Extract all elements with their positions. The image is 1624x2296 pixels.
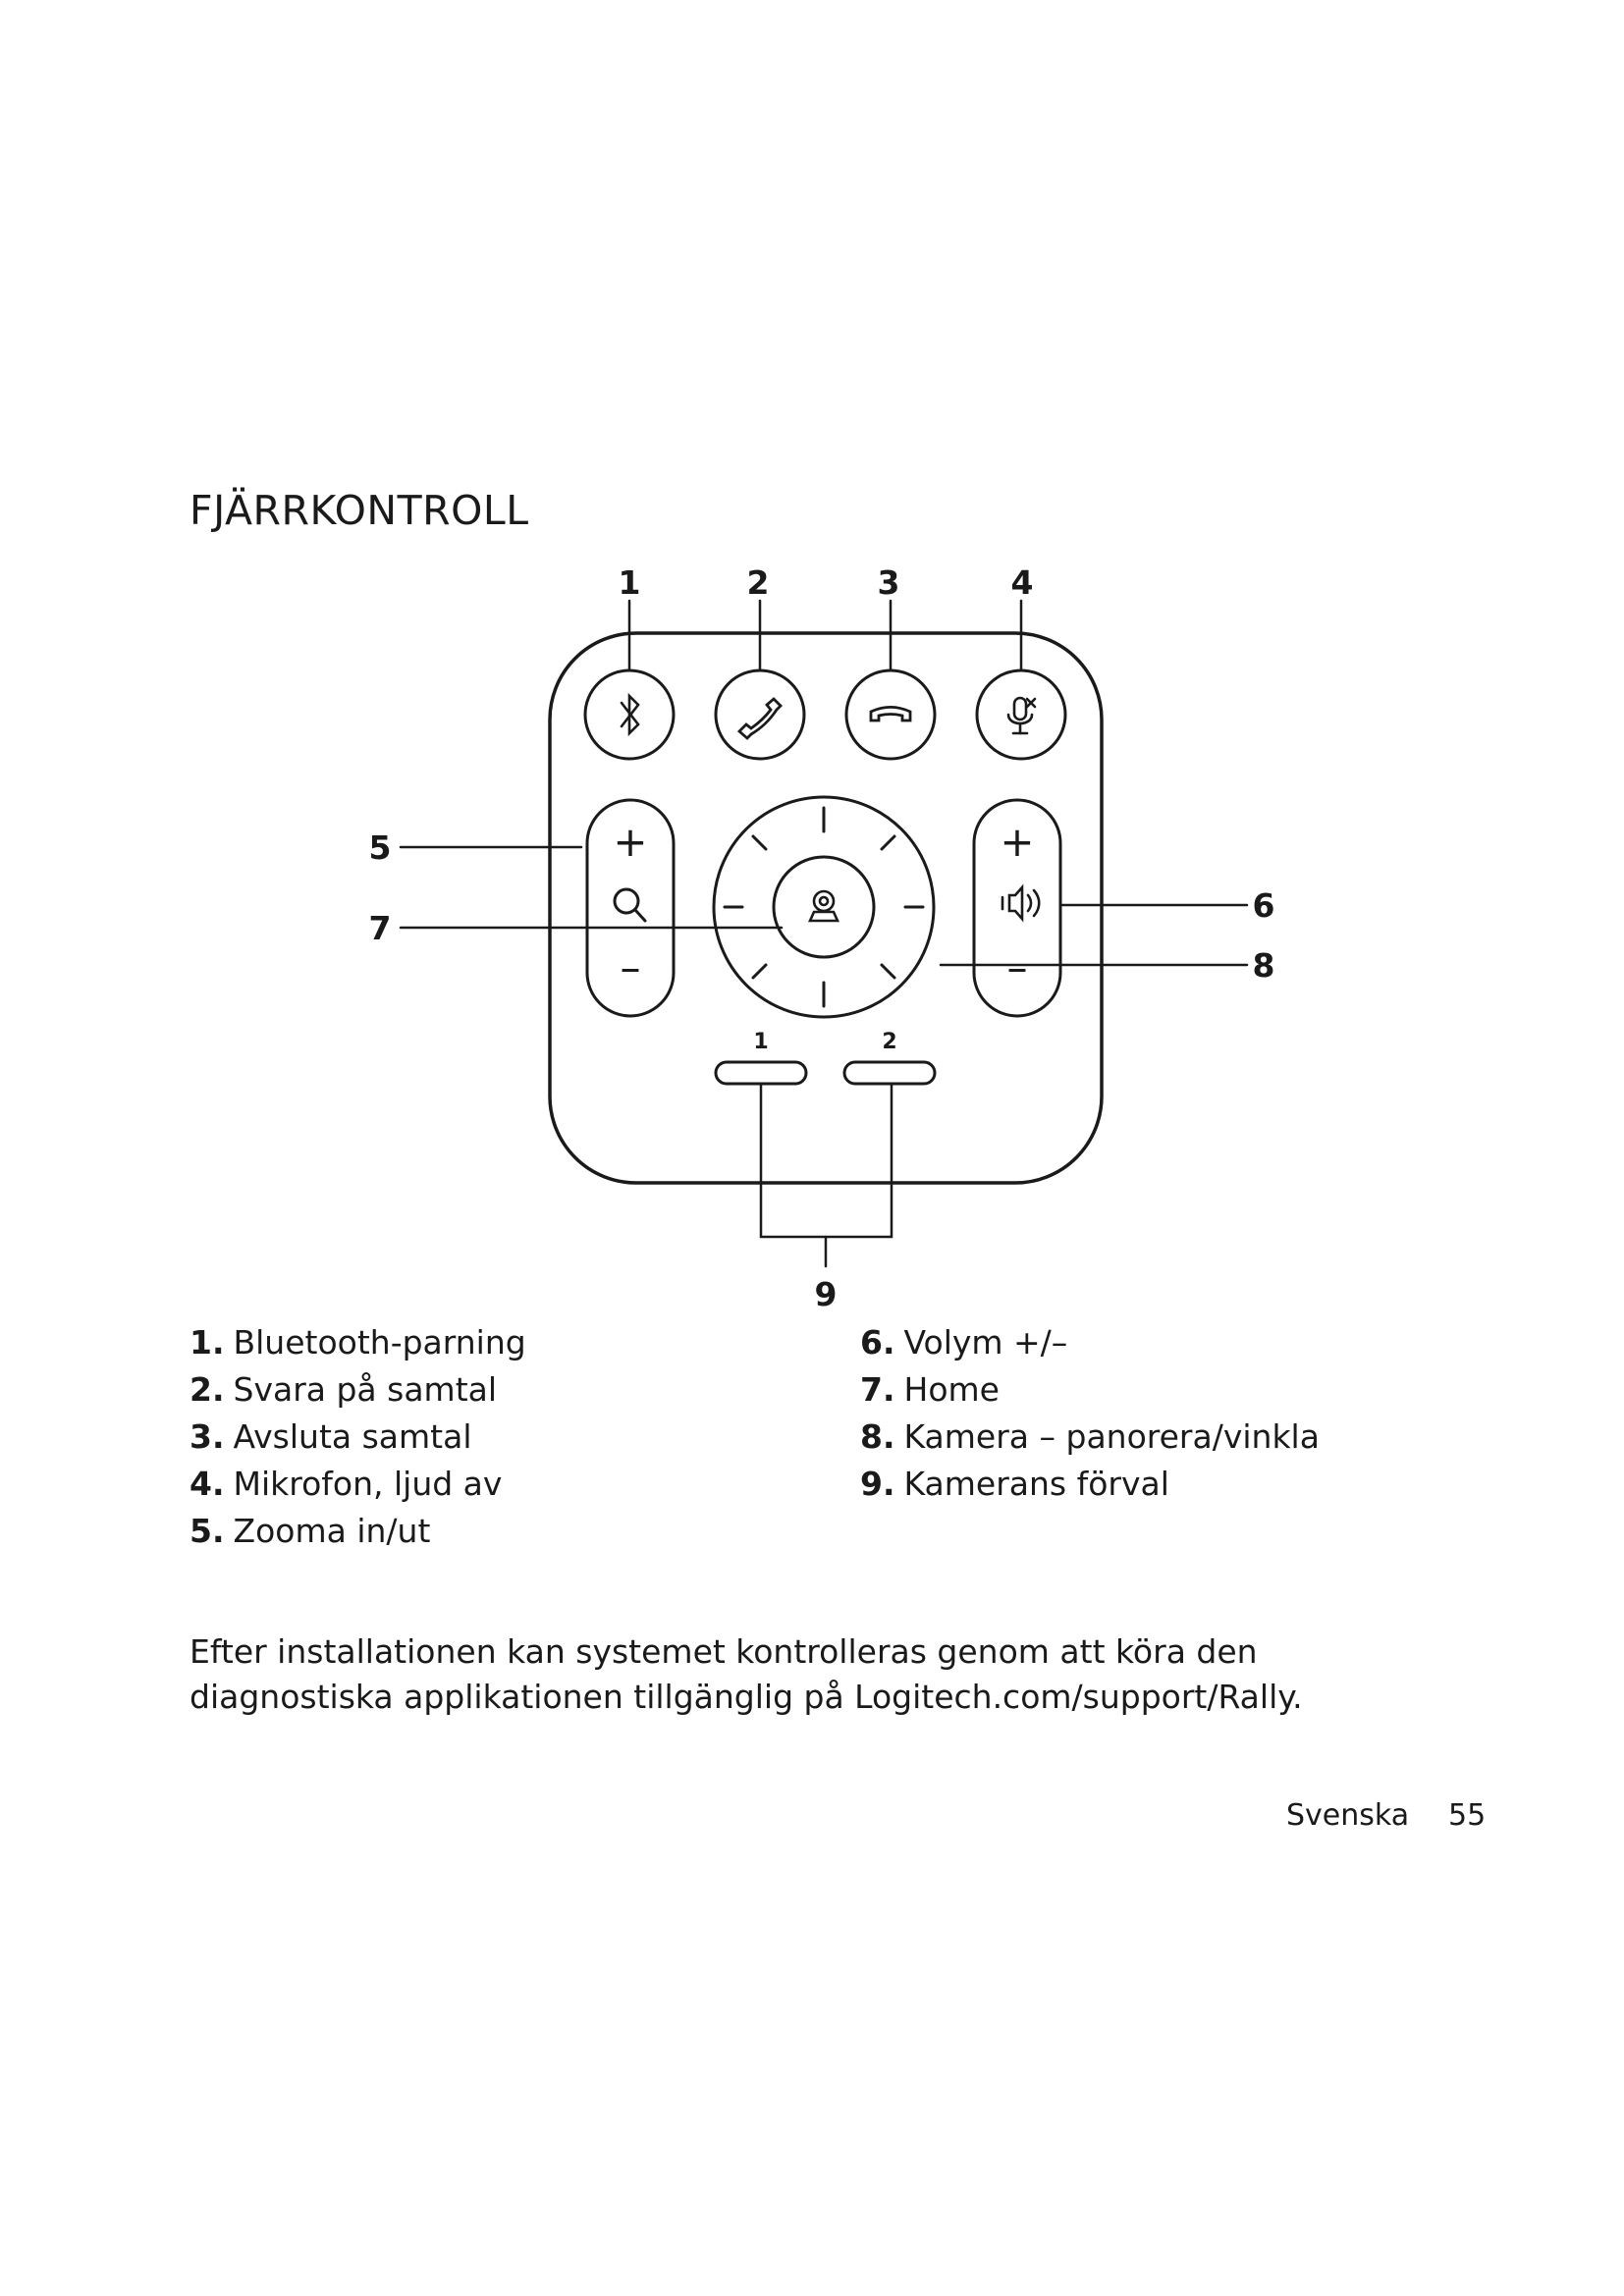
- home-camera-icon: [807, 889, 840, 923]
- zoom-out-button[interactable]: –: [621, 943, 641, 991]
- legend-list-left: 1.Bluetooth-parning 2.Svara på samtal 3.…: [189, 1319, 526, 1555]
- preset-button-2[interactable]: [842, 1060, 937, 1086]
- camera-pan-tilt-pad[interactable]: [712, 795, 936, 1019]
- legend-list-right: 6.Volym +/– 7.Home 8.Kamera – panorera/v…: [860, 1319, 1320, 1508]
- legend-item: 7.Home: [860, 1370, 1000, 1409]
- callout-9: 9: [815, 1275, 838, 1313]
- callout-lines: [399, 599, 1249, 1268]
- end-call-button[interactable]: [844, 668, 937, 761]
- bluetooth-button[interactable]: [583, 668, 676, 761]
- zoom-in-button[interactable]: +: [613, 818, 647, 866]
- footer-language: Svenska: [1286, 1798, 1410, 1833]
- mic-mute-button[interactable]: [975, 668, 1067, 761]
- callout-4: 4: [1011, 563, 1034, 602]
- speaker-icon: [1001, 883, 1041, 923]
- volume-down-button[interactable]: –: [1007, 943, 1028, 991]
- mic-mute-icon: [1006, 696, 1037, 735]
- callout-8: 8: [1253, 946, 1275, 985]
- remote-control-diagram: + – + –: [369, 563, 1275, 1313]
- remote-body: [548, 631, 1104, 1185]
- volume-control: + –: [972, 798, 1062, 1018]
- answer-call-icon: [736, 697, 783, 740]
- callout-5: 5: [369, 828, 392, 867]
- body-paragraph: Efter installationen kan systemet kontro…: [189, 1632, 1303, 1716]
- page-number: 55: [1448, 1798, 1487, 1833]
- legend-item: 8.Kamera – panorera/vinkla: [860, 1417, 1320, 1456]
- answer-call-button[interactable]: [714, 668, 806, 761]
- preset-button-1[interactable]: [714, 1060, 808, 1086]
- home-button[interactable]: [772, 855, 876, 959]
- callout-3: 3: [878, 563, 900, 602]
- zoom-control: + –: [585, 798, 676, 1018]
- legend-item: 6.Volym +/–: [860, 1323, 1068, 1362]
- legend-item: 1.Bluetooth-parning: [189, 1323, 526, 1362]
- volume-up-button[interactable]: +: [1000, 818, 1034, 866]
- preset-label-2: 2: [882, 1030, 896, 1054]
- legend-item: 9.Kamerans förval: [860, 1465, 1169, 1503]
- preset-label-1: 1: [753, 1030, 768, 1054]
- magnifier-icon: [613, 887, 647, 923]
- callout-6: 6: [1253, 886, 1275, 925]
- callout-7: 7: [369, 909, 392, 947]
- legend-item: 3.Avsluta samtal: [189, 1417, 472, 1456]
- page-title: FJÄRRKONTROLL: [189, 487, 529, 534]
- legend-item: 5.Zooma in/ut: [189, 1512, 431, 1550]
- callout-2: 2: [747, 563, 770, 602]
- legend-item: 4.Mikrofon, ljud av: [189, 1465, 503, 1503]
- end-call-icon: [869, 706, 912, 722]
- legend-item: 2.Svara på samtal: [189, 1370, 498, 1409]
- callout-1: 1: [619, 563, 641, 602]
- bluetooth-icon: [620, 692, 640, 737]
